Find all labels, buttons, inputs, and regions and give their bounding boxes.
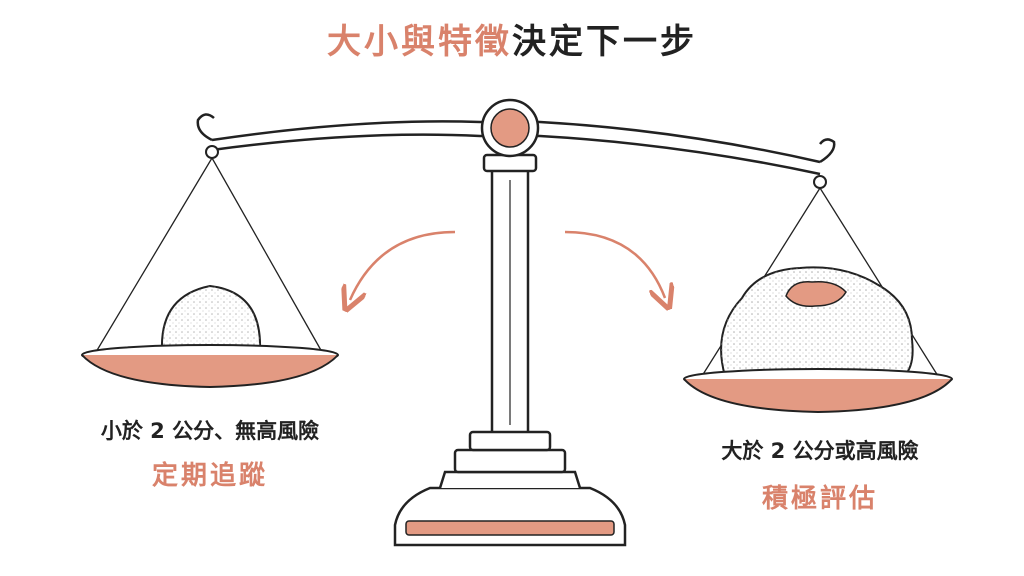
right-pan-assembly [683, 175, 953, 414]
left-action-label: 定期追蹤 [151, 461, 268, 491]
right-action-label: 積極評估 [761, 484, 878, 514]
scale-base [393, 430, 627, 547]
left-pan-assembly [81, 145, 339, 389]
page-title: 大小與特徵決定下一步 [0, 14, 1024, 63]
left-condition-label: 小於 2 公分、無高風險 [100, 419, 320, 443]
scale-pillar [482, 153, 538, 432]
scale-pivot [480, 98, 540, 158]
right-arrow [564, 230, 665, 298]
left-arrow [350, 230, 456, 300]
title-highlight: 大小與特徵 [327, 22, 512, 62]
right-condition-label: 大於 2 公分或高風險 [721, 439, 919, 463]
title-rest: 決定下一步 [512, 22, 697, 62]
